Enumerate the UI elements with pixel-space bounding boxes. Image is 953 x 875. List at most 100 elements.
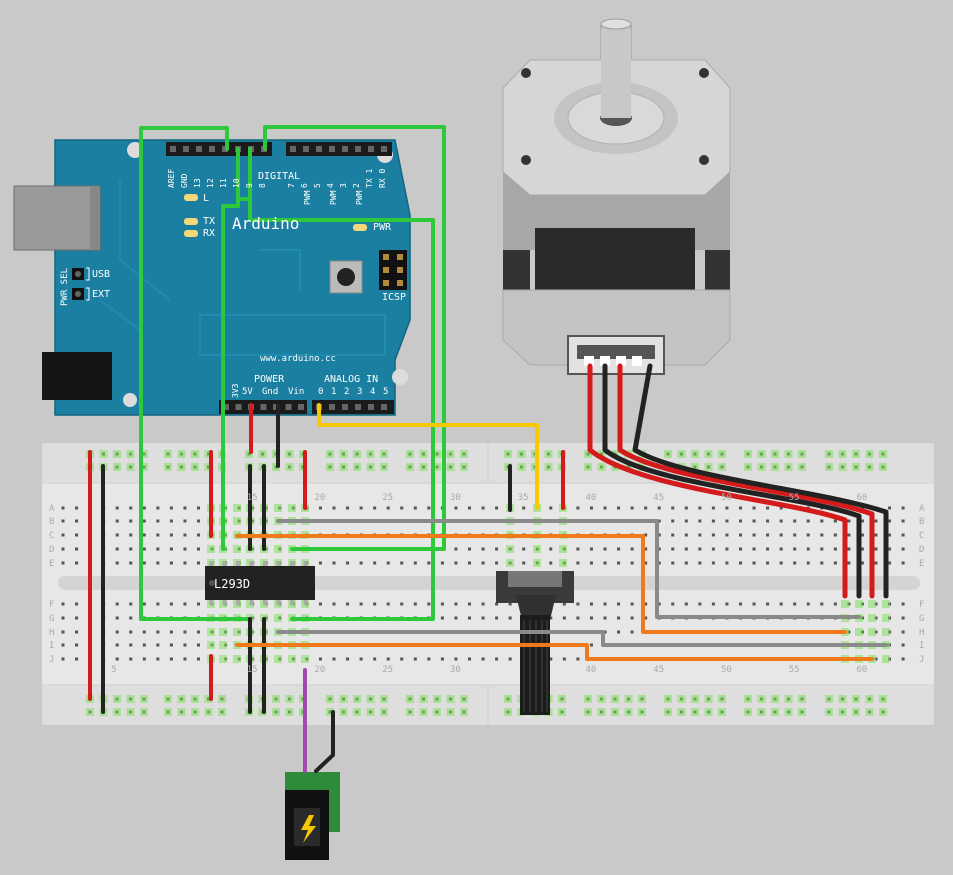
row-letter: I — [49, 641, 54, 651]
row-letter: G — [919, 614, 924, 624]
column-number: 15 — [247, 665, 258, 675]
arduino-brand: Arduino — [232, 214, 300, 233]
digital-label: DIGITAL — [258, 171, 301, 182]
analog-pin-label: 0 — [318, 387, 324, 397]
analog-pin-label: 4 — [370, 387, 376, 397]
wire-yellow — [317, 403, 539, 510]
digital-pin-label: AREF — [167, 168, 176, 188]
row-letter: F — [49, 600, 54, 610]
digital-pin-label: 6 — [300, 183, 309, 188]
usb-port — [13, 185, 101, 251]
digital-header — [166, 142, 392, 156]
l293d-chip — [205, 561, 315, 605]
column-number: 30 — [450, 665, 461, 675]
column-number: 5 — [111, 665, 116, 675]
row-letter: E — [49, 559, 54, 569]
analog-pin-label: 2 — [344, 387, 350, 397]
digital-pin-label: 5 — [313, 183, 322, 188]
digital-pin-label: 2 — [352, 183, 361, 188]
column-number: 25 — [382, 665, 393, 675]
wire-gray — [276, 519, 888, 647]
digital-pin-label: 8 — [258, 183, 267, 188]
row-letter: B — [49, 517, 54, 527]
column-number: 35 — [518, 493, 529, 503]
digital-pin-label: 11 — [219, 178, 228, 188]
motor-leads — [587, 363, 889, 599]
column-number: 15 — [247, 493, 258, 503]
pwm-label: PWM — [303, 190, 312, 205]
digital-pin-label: 9 — [245, 183, 254, 188]
column-number: 50 — [721, 665, 732, 675]
barrel-jack — [285, 772, 340, 860]
column-number: 50 — [721, 493, 732, 503]
wire-red — [88, 403, 565, 701]
chip-label: L293D — [214, 577, 250, 591]
column-number: 40 — [585, 493, 596, 503]
column-number: 20 — [314, 665, 325, 675]
wire-black — [101, 403, 512, 773]
column-number: 55 — [789, 493, 800, 503]
led-tx — [184, 218, 198, 225]
power-label: POWER — [254, 374, 285, 385]
row-letter: A — [49, 504, 55, 514]
row-letter: G — [49, 614, 54, 624]
row-letter: E — [919, 559, 924, 569]
pwm-label: PWM — [355, 190, 364, 205]
power-pin-label: Gnd — [262, 387, 279, 397]
row-letter: I — [919, 641, 924, 651]
pwm-label: PWM — [329, 190, 338, 205]
digital-pin-label: 3 — [339, 183, 348, 188]
digital-pin-label: RX 0 — [378, 168, 387, 188]
digital-pin-label: 13 — [193, 178, 202, 188]
analog-pin-label: 3 — [357, 387, 363, 397]
icsp-label: ICSP — [382, 292, 407, 303]
row-letter: H — [919, 628, 924, 638]
stepper-motor — [502, 18, 731, 375]
row-letter: A — [919, 504, 925, 514]
digital-pin-label: GND — [180, 173, 189, 188]
digital-pin-label: 7 — [287, 183, 296, 188]
row-letter: J — [49, 655, 54, 665]
power-pin-label: 3V3 — [231, 383, 240, 398]
digital-pin-label: 4 — [326, 183, 335, 188]
column-number: 40 — [585, 665, 596, 675]
breadboard — [42, 443, 934, 725]
column-number: 60 — [856, 493, 867, 503]
led-rx-label: RX — [203, 228, 216, 239]
column-number: 55 — [789, 665, 800, 675]
wire-green — [139, 125, 446, 621]
row-letter: F — [919, 600, 924, 610]
analog-pin-label: 5 — [383, 387, 389, 397]
row-letter: J — [919, 655, 924, 665]
arduino-url: www.arduino.cc — [260, 354, 336, 364]
analog-pin-label: 1 — [331, 387, 337, 397]
power-pin-label: 5V — [242, 387, 253, 397]
led-pwr-label: PWR — [373, 222, 392, 233]
pwr-sel-label: PWR SEL — [60, 268, 70, 306]
analog-header — [312, 400, 394, 414]
column-number: 60 — [856, 665, 867, 675]
column-number: 45 — [653, 493, 664, 503]
digital-pin-label: TX 1 — [365, 168, 374, 188]
row-letter: D — [49, 545, 54, 555]
digital-pin-label: 12 — [206, 178, 215, 188]
column-number: 20 — [314, 493, 325, 503]
power-pin-label: Vin — [288, 387, 305, 397]
ext-label: EXT — [92, 289, 111, 300]
analog-label: ANALOG IN — [324, 374, 379, 385]
arduino-board — [13, 139, 411, 416]
row-letter: C — [919, 531, 924, 541]
row-letter: B — [919, 517, 924, 527]
power-jack — [42, 352, 112, 400]
column-number: 45 — [653, 665, 664, 675]
led-pwr — [353, 224, 367, 231]
led-rx — [184, 230, 198, 237]
column-number: 25 — [382, 493, 393, 503]
wire-orange — [235, 534, 874, 661]
usb-label: USB — [92, 269, 111, 280]
column-number: 30 — [450, 493, 461, 503]
led-l — [184, 194, 198, 201]
led-l-label: L — [203, 193, 210, 204]
led-tx-label: TX — [203, 216, 216, 227]
